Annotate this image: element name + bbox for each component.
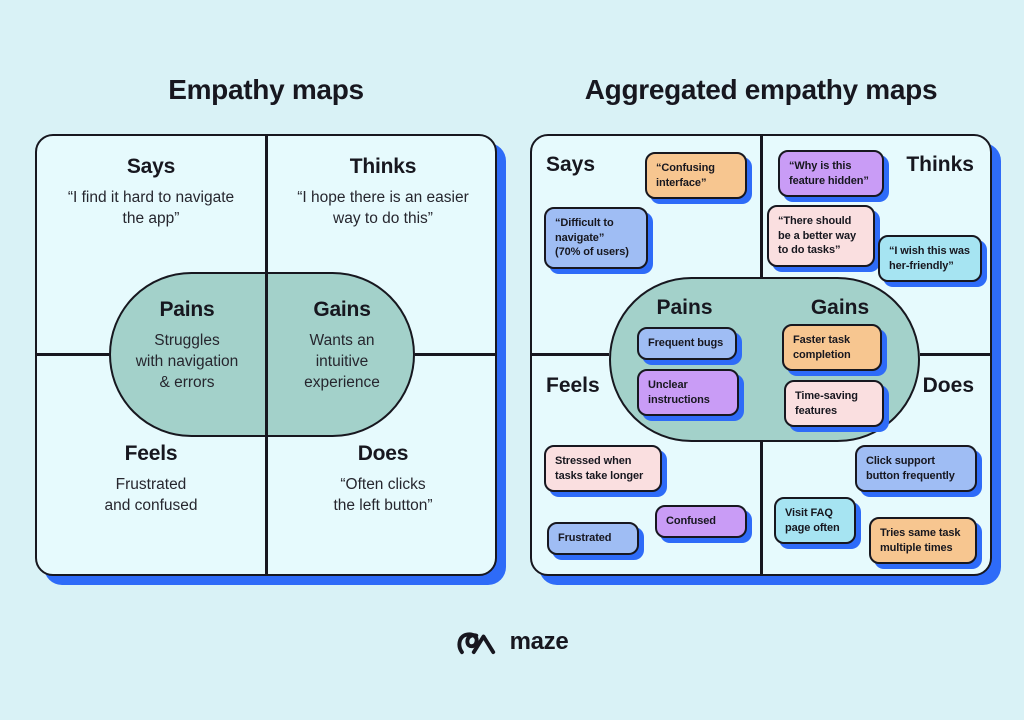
gains-label: Gains <box>810 296 870 319</box>
horizontal-divider-right-segment <box>920 353 992 356</box>
sticky-note-wish-user-friendly: “I wish this was her-friendly” <box>878 235 982 282</box>
footer-brand: maze <box>0 620 1024 664</box>
maze-logo-icon <box>456 626 500 658</box>
says-label: Says <box>126 155 176 178</box>
feels-quadrant: Feels Frustrated and confused <box>37 441 265 516</box>
sticky-note-confusing-interface: “Confusing interface” <box>645 152 747 199</box>
says-text: “I find it hard to navigate the app” <box>67 189 235 227</box>
left-map-title: Empathy maps <box>168 74 364 105</box>
horizontal-divider-left-segment <box>532 353 609 356</box>
thinks-label: Thinks <box>349 155 417 178</box>
says-quadrant: Says “I find it hard to navigate the app… <box>37 154 265 229</box>
sticky-note-visit-faq-page-often: Visit FAQ page often <box>774 497 856 544</box>
pains-label: Pains <box>159 298 215 321</box>
vertical-divider <box>265 136 268 574</box>
thinks-label: Thinks <box>906 153 974 176</box>
pains-gains-pill <box>109 272 415 437</box>
sticky-note-unclear-instructions: Unclear instructions <box>637 369 739 416</box>
horizontal-divider-left-segment <box>37 353 109 356</box>
sticky-note-why-feature-hidden: “Why is this feature hidden” <box>778 150 884 197</box>
sticky-note-difficult-to-navigate: “Difficult to navigate” (70% of users) <box>544 207 648 269</box>
thinks-quadrant: Thinks “I hope there is an easier way to… <box>269 154 497 229</box>
feels-label: Feels <box>546 374 600 397</box>
horizontal-divider-right-segment <box>415 353 497 356</box>
does-label: Does <box>357 442 409 465</box>
sticky-note-confused: Confused <box>655 505 747 538</box>
gains-label: Gains <box>313 298 371 321</box>
pains-label: Pains <box>656 296 713 319</box>
pains-text: Struggles with navigation & errors <box>135 332 239 391</box>
sticky-note-faster-task-completion: Faster task completion <box>782 324 882 371</box>
does-quadrant: Does “Often clicks the left button” <box>269 441 497 516</box>
sticky-note-better-way-to-do-tasks: “There should be a better way to do task… <box>767 205 875 267</box>
gains-text: Wants an intuitive experience <box>304 332 380 391</box>
gains-section: Gains Wants an intuitive experience <box>269 297 415 393</box>
sticky-note-time-saving-features: Time-saving features <box>784 380 884 427</box>
does-label: Does <box>922 374 974 397</box>
does-text: “Often clicks the left button” <box>333 476 433 514</box>
feels-label: Feels <box>124 442 178 465</box>
feels-text: Frustrated and confused <box>104 476 198 514</box>
aggregated-empathy-map-card: Says Thinks Feels Does Pains Gains “Conf… <box>530 134 992 576</box>
sticky-note-frustrated: Frustrated <box>547 522 639 555</box>
empathy-map-card: Says “I find it hard to navigate the app… <box>35 134 497 576</box>
sticky-note-click-support-button: Click support button frequently <box>855 445 977 492</box>
pains-section: Pains Struggles with navigation & errors <box>109 297 265 393</box>
sticky-note-frequent-bugs: Frequent bugs <box>637 327 737 360</box>
thinks-text: “I hope there is an easier way to do thi… <box>297 189 469 227</box>
sticky-note-tries-same-task: Tries same task multiple times <box>869 517 977 564</box>
brand-wordmark: maze <box>509 628 569 655</box>
says-label: Says <box>546 153 596 176</box>
sticky-note-stressed-when-tasks-take-longer: Stressed when tasks take longer <box>544 445 662 492</box>
right-map-title: Aggregated empathy maps <box>584 74 938 105</box>
